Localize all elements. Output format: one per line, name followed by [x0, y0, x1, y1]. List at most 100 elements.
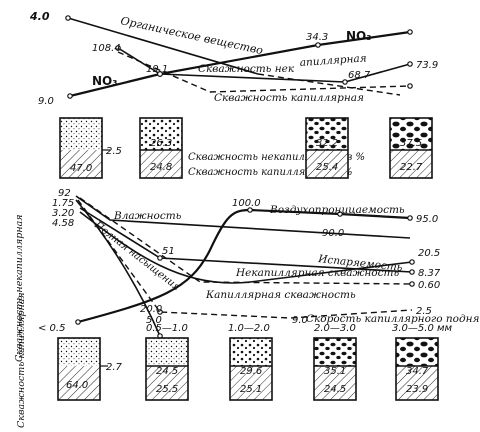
noncap-porosity-label: Некапиллярная скважность: [235, 267, 399, 279]
value-label: 47.0: [70, 163, 92, 174]
point: [75, 319, 81, 325]
moisture-label: Влажность: [113, 210, 182, 222]
value-label: 9.0: [292, 315, 308, 326]
cap-porosity-label: Капиллярная скважность: [205, 289, 356, 301]
column-capillary: [396, 366, 438, 400]
point: [115, 45, 121, 51]
value-label: 51: [162, 246, 175, 257]
column-capillary: [390, 150, 432, 178]
organic-matter-label: Органическое вещество: [119, 14, 264, 57]
fraction-labels: < 0.5 0.5—1.0 1.0—2.0 2.0—3.0 3.0—5.0 мм: [38, 323, 453, 334]
bottom-columns: 2.7 64.0 24.5 25.5 29.6 25.1 35.1 24.5 3…: [57, 337, 439, 401]
value-label: 25.1: [240, 384, 262, 395]
noncap-porosity-label: Скважность нек: [198, 63, 295, 75]
point: [157, 70, 164, 77]
fraction-label: 1.0—2.0: [228, 323, 270, 334]
value-label: 3.20: [52, 208, 74, 219]
value-label: 25.5: [156, 384, 178, 395]
column-frame: [395, 337, 439, 401]
value-label: 22.7: [400, 162, 423, 173]
fraction-label: 3.0—5.0 мм: [392, 323, 453, 334]
value-label: 35.1: [324, 366, 346, 377]
organic-line-tail: [257, 73, 401, 96]
value-label: 2.5: [416, 306, 432, 317]
point: [407, 215, 413, 221]
legend-cap: Скважность капиллярная в %: [188, 167, 353, 178]
point: [157, 309, 163, 315]
column-frame: [139, 117, 183, 179]
value-label: 23.9: [406, 384, 428, 395]
no3-line-c: [317, 30, 411, 47]
point: [407, 61, 413, 67]
value-label: 108.4: [92, 43, 121, 54]
top-columns: 2.5 47.0 26.3 24.8 Скважность некапилляр…: [59, 117, 433, 179]
value-label: 90.0: [322, 228, 344, 239]
value-label: 4.58: [52, 218, 74, 229]
value-label: 2.5: [106, 146, 122, 157]
moisture-line: [75, 195, 411, 239]
point: [407, 83, 413, 89]
value-label: 95.0: [416, 214, 438, 225]
organic-line: [67, 17, 259, 75]
value-label: 34.3: [306, 32, 328, 43]
column-capillary: [230, 366, 272, 400]
point: [67, 93, 73, 99]
point: [157, 255, 163, 261]
value-label: 68.7: [348, 70, 371, 81]
value-label: 19.1: [146, 64, 168, 75]
column-frame: [59, 117, 103, 179]
value-label: 0.60: [418, 280, 440, 291]
no3-label: NO₃: [92, 74, 118, 88]
value-label: 64.0: [66, 380, 88, 391]
column-frame: [229, 337, 273, 401]
point: [337, 211, 343, 217]
noncap-line-c: [344, 63, 411, 83]
noncap-line-b: [159, 73, 346, 83]
noncap-porosity-label: апиллярная: [299, 52, 367, 69]
value-label: 32.2: [316, 138, 338, 149]
cap-line-a: [117, 51, 211, 93]
column-capillary: [60, 150, 102, 178]
fraction-label: 0.5—1.0: [146, 323, 188, 334]
point: [409, 269, 415, 275]
cap-porosity-label: Скважность капиллярная: [214, 92, 364, 104]
value-label: 1.75: [52, 198, 74, 209]
column-frame: [305, 117, 349, 179]
fraction-label: 2.0—3.0: [314, 323, 356, 334]
point: [65, 15, 71, 21]
column-frame: [57, 337, 101, 401]
top-graph: 4.0 108.4 9.0 19.1 34.3 68.7 73.9 Органи…: [29, 10, 438, 107]
column-capillary: [140, 150, 182, 178]
value-label: 100.0: [232, 198, 261, 209]
column-capillary: [314, 366, 356, 400]
side-labels: Скважность некапиллярная Скважность капи…: [14, 214, 27, 428]
column-capillary: [306, 150, 348, 178]
value-label: 29.6: [240, 366, 262, 377]
bottom-graph: 92 1.75 3.20 4.58 100.0 90.0 95.0 51 20.…: [52, 188, 480, 339]
column-capillary: [146, 366, 188, 400]
value-label: 2.7: [106, 362, 123, 373]
cap-line-b: [209, 85, 411, 93]
point: [247, 207, 253, 213]
saturation-line: [75, 199, 161, 337]
column-capillary: [58, 366, 100, 400]
side-cap-label: Скважность капиллярная: [16, 292, 27, 428]
value-label: 26.3: [150, 138, 172, 149]
value-label: 8.37: [418, 268, 441, 279]
no3-line-a: [69, 72, 161, 98]
value-label: 92: [58, 188, 71, 199]
air-permeability-line: [77, 208, 411, 324]
side-noncap-label: Скважность некапиллярная: [14, 214, 25, 362]
column-frame: [313, 337, 357, 401]
point: [315, 42, 321, 48]
point: [342, 79, 348, 85]
column-frame: [389, 117, 433, 179]
point: [409, 281, 415, 287]
value-label: 73.9: [416, 60, 438, 71]
value-label: 25.4: [316, 162, 338, 173]
capillary-rise-line: [77, 199, 413, 319]
air-permeability-label: Воздухопроницаемость: [269, 204, 405, 216]
value-label: 20.5: [418, 248, 440, 259]
